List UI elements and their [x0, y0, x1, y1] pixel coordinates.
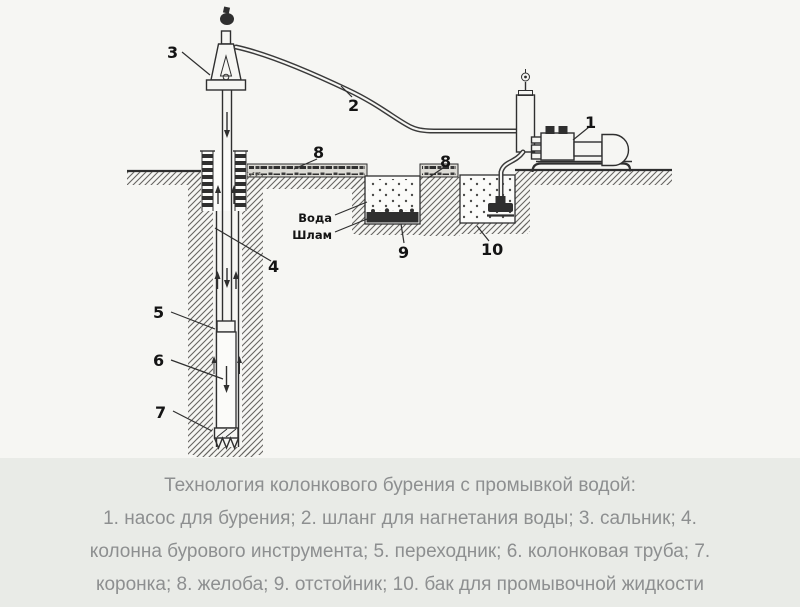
flow-arrows: [211, 112, 242, 393]
gland-swivel: [205, 6, 247, 91]
drilling-diagram: 1 2 3 4 5 6 7 8 8 9 10 Вода Шлам: [127, 6, 672, 457]
settling-pit: [364, 175, 421, 225]
drill-string: [221, 90, 233, 322]
label-water: Вода: [298, 211, 332, 225]
water-hose: [233, 44, 522, 134]
label-pump: 1: [585, 113, 596, 132]
label-trough-left: 8: [313, 143, 324, 162]
adapter: [216, 320, 236, 333]
core-bit: [213, 427, 240, 450]
label-adapter: 5: [153, 303, 164, 322]
leader-lines: [170, 51, 590, 432]
label-bit: 7: [155, 403, 166, 422]
label-core-tube: 6: [153, 351, 164, 370]
casing-collar: [200, 150, 248, 211]
label-hose: 2: [348, 96, 359, 115]
sludge-layer: [366, 212, 419, 223]
label-sludge: Шлам: [292, 228, 332, 242]
foot-strainer: [487, 196, 514, 217]
label-gland: 3: [167, 43, 178, 62]
label-tank: 10: [481, 240, 503, 259]
label-drill-string: 4: [268, 257, 279, 276]
caption-band: Технология колонкового бурения с промывк…: [0, 458, 800, 607]
caption-title: Технология колонкового бурения с промывк…: [164, 475, 636, 496]
label-trough-right: 8: [440, 152, 451, 171]
pump-unit: [530, 126, 632, 173]
caption-legend: 1. насос для бурения; 2. шланг для нагне…: [89, 508, 711, 595]
trough-left: [246, 163, 368, 178]
diagram-labels: 1 2 3 4 5 6 7 8 8 9 10 Вода Шлам: [153, 43, 596, 422]
label-settler: 9: [398, 243, 409, 262]
suction-line: [498, 149, 526, 199]
